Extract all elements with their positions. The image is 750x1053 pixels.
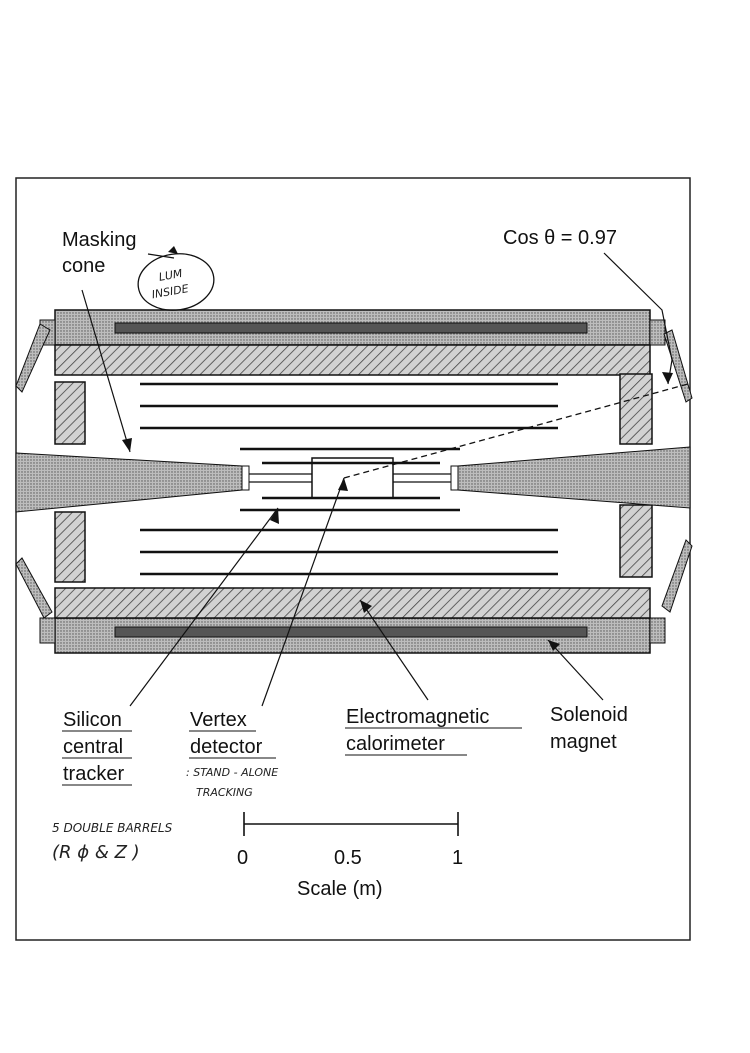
solenoid-magnet-bottom — [39, 617, 666, 654]
solenoid-magnet-label: Solenoid magnet — [550, 704, 633, 753]
silicon-tracker-label: Silicon central tracker — [63, 709, 129, 785]
vertex-detector-box — [311, 457, 394, 499]
lum-inside-annotation: LUM INSIDE — [137, 246, 215, 311]
scale-tick-0: 0 — [237, 847, 248, 869]
masking-cones — [15, 446, 691, 513]
leader-lines — [81, 252, 673, 707]
vertex-detector-label: Vertex detector — [190, 709, 263, 758]
figure-frame — [15, 177, 691, 941]
vertex-detector-underlines — [189, 730, 276, 759]
leader-arrowheads — [122, 372, 673, 651]
end-bevels — [15, 323, 693, 619]
double-barrels-annotation: 5 DOUBLE BARRELS (R ϕ & Z ) — [52, 820, 177, 863]
scale-tick-0-5: 0.5 — [334, 847, 362, 869]
em-calorimeter-bottom — [54, 587, 651, 619]
em-calorimeter-top — [54, 344, 651, 376]
svg-text:LUM INSIDE: LUM INSIDE — [148, 266, 190, 301]
scale-bar — [243, 812, 459, 836]
scale-tick-1: 1 — [452, 847, 463, 869]
em-calorimeter-label: Electromagnetic calorimeter — [346, 706, 495, 755]
silicon-tracker-underlines — [62, 730, 132, 786]
cos-theta-label: Cos θ = 0.97 — [503, 227, 617, 249]
beam-pipe — [249, 473, 451, 483]
endcap-blocks — [54, 373, 653, 583]
scale-title: Scale (m) — [297, 878, 383, 900]
em-calorimeter-underlines — [345, 727, 522, 756]
masking-cone-label: Masking cone — [62, 229, 142, 277]
solenoid-magnet-top — [39, 309, 666, 346]
stand-alone-annotation: : STAND - ALONE TRACKING — [186, 766, 282, 799]
tracker-layers — [140, 382, 558, 576]
